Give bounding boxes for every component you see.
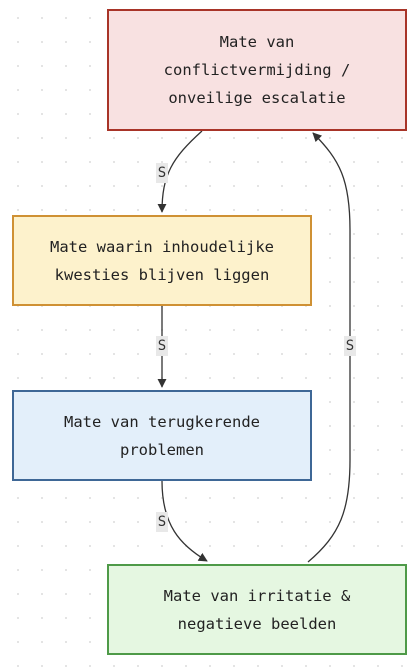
edge-label-n4-n1: S	[344, 336, 356, 356]
node-label: Mate van conflictvermijding / onveilige …	[163, 33, 351, 107]
node-label: Mate van irritatie & negatieve beelden	[163, 586, 351, 633]
node-inhoudelijke-kwesties[interactable]: Mate waarin inhoudelijke kwesties blijve…	[12, 215, 312, 306]
edge-label-n1-n2: S	[156, 163, 168, 183]
edge-n1-n2	[157, 130, 203, 213]
node-label: Mate van terugkerende problemen	[64, 412, 260, 459]
node-terugkerende-problemen[interactable]: Mate van terugkerende problemen	[12, 390, 312, 481]
edge-label-n2-n3: S	[156, 336, 168, 356]
edge-n3-n4	[161, 480, 208, 562]
node-irritatie-negatieve-beelden[interactable]: Mate van irritatie & negatieve beelden	[107, 564, 407, 655]
node-label: Mate waarin inhoudelijke kwesties blijve…	[50, 237, 274, 284]
node-conflictvermijding[interactable]: Mate van conflictvermijding / onveilige …	[107, 9, 407, 131]
edge-label-n3-n4: S	[156, 512, 168, 532]
